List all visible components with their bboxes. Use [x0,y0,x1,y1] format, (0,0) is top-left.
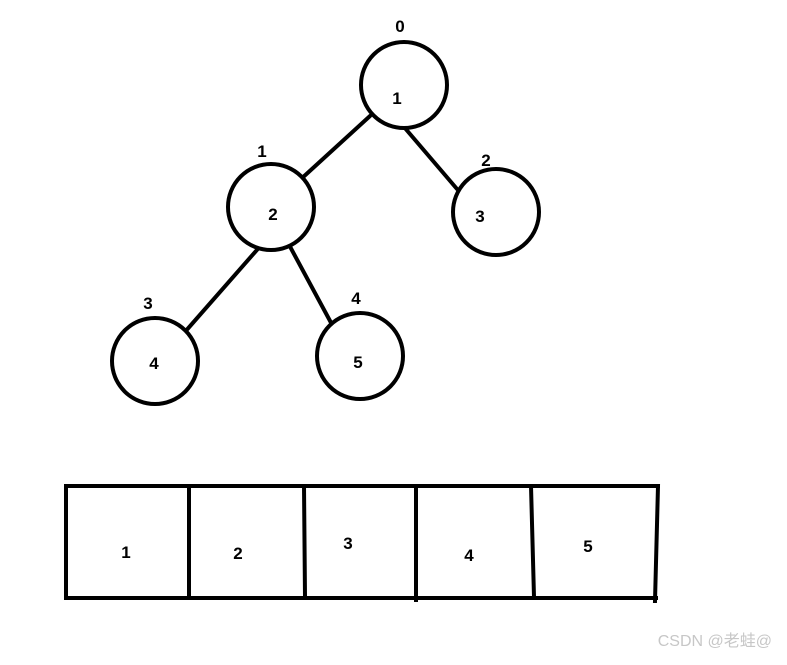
node-value: 5 [353,353,362,372]
edge-0-1 [299,114,372,181]
array-cell-divider [528,483,537,600]
array-right-border [652,483,661,604]
tree-edges [182,114,459,335]
tree-node: 5 4 [315,289,405,401]
node-index-label: 3 [143,294,152,313]
edge-1-3 [182,241,265,335]
edge-0-2 [402,125,459,191]
node-index-label: 2 [481,151,490,170]
node-value: 2 [268,205,277,224]
array-cell-value: 3 [343,534,352,553]
node-circle [451,167,541,257]
node-index-label: 0 [395,17,404,36]
tree-node: 1 0 [359,17,449,130]
node-value: 1 [392,89,401,108]
node-circle [315,311,405,401]
node-index-label: 4 [351,289,361,308]
tree-node: 3 2 [451,151,541,257]
array-cell-value: 1 [121,543,130,562]
watermark: CSDN @老蛙@ [657,633,772,650]
node-circle [359,40,449,130]
tree-nodes: 1 0 2 1 3 2 4 3 5 4 [110,17,541,406]
array-cell-divider [301,483,308,600]
heap-array: 1 2 3 4 5 [64,483,661,604]
edge-1-4 [285,239,338,334]
array-cell-value: 4 [464,546,474,565]
tree-node: 2 1 [226,142,316,252]
node-value: 3 [475,207,484,226]
node-index-label: 1 [257,142,266,161]
array-cell-value: 2 [233,544,242,563]
node-circle [110,316,200,406]
tree-node: 4 3 [110,294,200,406]
array-cell-value: 5 [583,537,592,556]
node-value: 4 [149,354,159,373]
node-circle [226,162,316,252]
